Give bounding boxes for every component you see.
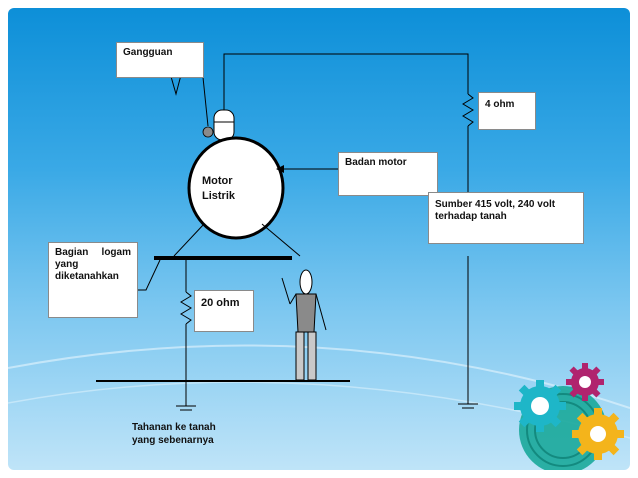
- gangguan-label: Gangguan: [123, 47, 173, 58]
- motor-label-line1: Motor: [202, 175, 233, 187]
- circuit-diagram: [8, 47, 630, 470]
- resistance-4-ohm-box: 4 ohm: [478, 92, 536, 130]
- motor-terminal: [213, 109, 235, 141]
- supply-wire: [223, 53, 469, 110]
- motor-label-line2: Listrik: [202, 190, 236, 202]
- resistor-20-ohm: [180, 291, 192, 325]
- bagian-logam-pointer: [138, 259, 161, 291]
- resistance-20-ohm-box: 20 ohm: [194, 290, 254, 332]
- gear-decoration: [514, 363, 624, 470]
- motor-leg: [173, 223, 205, 257]
- person-figure: [281, 269, 327, 381]
- gear-yellow: [572, 408, 624, 460]
- motor-leg: [261, 223, 301, 257]
- badan-motor-box: Badan motor: [338, 152, 438, 196]
- sumber-box: Sumber 415 volt, 240 volt terhadap tanah: [428, 192, 584, 244]
- gangguan-label-box: Gangguan: [116, 42, 204, 78]
- tahanan-line1: Tahanan ke tanah: [132, 422, 216, 433]
- resistance-4-ohm-label: 4 ohm: [485, 99, 515, 110]
- bagian-logam-box: Bagian logam yang diketanahkan: [48, 242, 138, 318]
- tahanan-ke-tanah-label: Tahanan ke tanah yang sebenarnya: [132, 421, 216, 447]
- sumber-label: Sumber 415 volt, 240 volt terhadap tanah: [435, 199, 556, 222]
- motor-body: [187, 136, 285, 240]
- background-swoosh: [8, 344, 630, 409]
- gear-teal: [514, 380, 566, 432]
- tahanan-line2: yang sebenarnya: [132, 435, 214, 446]
- badan-motor-label: Badan motor: [345, 157, 407, 168]
- bagian-logam-label: Bagian logam yang diketanahkan: [55, 247, 131, 282]
- motor-label: Motor Listrik: [202, 174, 235, 204]
- gear-magenta: [566, 363, 604, 401]
- slide: Gangguan 4 ohm Badan motor Motor Listrik…: [8, 8, 630, 470]
- resistance-20-ohm-label: 20 ohm: [201, 297, 240, 309]
- resistor-4-ohm: [462, 93, 474, 127]
- fault-point: [202, 126, 214, 138]
